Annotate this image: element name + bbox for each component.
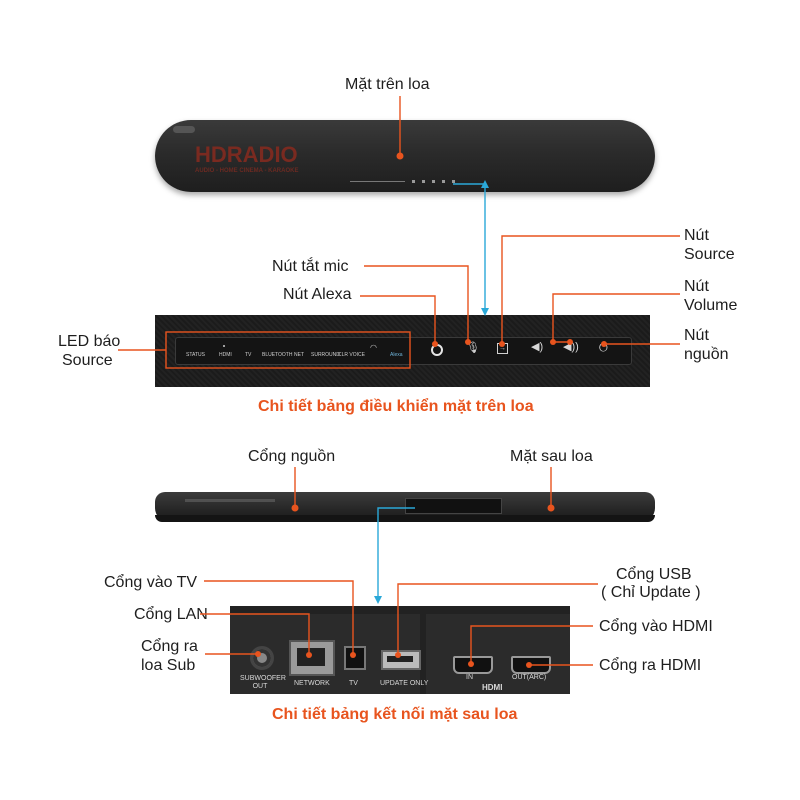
- led-dot-hdmi: [223, 345, 225, 347]
- soundbar-badge: [173, 126, 195, 133]
- sub-out-label-1: Cổng ra: [141, 638, 198, 655]
- hdmi-out-label: Cổng ra HDMI: [599, 657, 702, 674]
- hdmi-in-port: [453, 656, 493, 674]
- optical-tv-port: [344, 646, 366, 670]
- led-tv: TV: [245, 352, 252, 358]
- lan-port: [289, 640, 335, 676]
- subwoofer-port: [250, 646, 274, 670]
- mic-off-label: Nút tắt mic: [272, 258, 349, 275]
- top-view-label: Mặt trên loa: [345, 76, 430, 93]
- alexa-label: Nút Alexa: [283, 286, 352, 303]
- led-bluetooth: BLUETOOTH: [262, 352, 293, 358]
- led-hdmi: HDMI: [219, 352, 232, 358]
- soundbar-top-image: HDRADIO AUDIO - HOME CINEMA - KARAOKE: [155, 120, 655, 192]
- source-label-2: Source: [684, 246, 735, 263]
- rear-port-recess: [405, 498, 502, 514]
- soundbar-top-controls-strip: [350, 180, 460, 184]
- volume-label-2: Volume: [684, 297, 738, 314]
- usb-label-1: Cổng USB: [616, 566, 692, 583]
- volume-label-1: Nút: [684, 278, 709, 295]
- led-source-label-2: Source: [62, 352, 113, 369]
- volume-up-button-icon[interactable]: ◀)): [563, 341, 579, 353]
- led-net: NET: [294, 352, 304, 358]
- led-clr-voice: CLR VOICE: [338, 352, 365, 358]
- connection-panel-caption: Chi tiết bảng kết nối mặt sau loa: [272, 706, 518, 723]
- mic-off-button-icon[interactable]: 🎙: [466, 342, 480, 354]
- rear-view-label: Mặt sau loa: [510, 448, 593, 465]
- control-panel-caption: Chi tiết bảng điều khiển mặt trên loa: [258, 398, 534, 415]
- alexa-button-icon[interactable]: [431, 344, 443, 356]
- port-network-text: NETWORK: [294, 680, 330, 687]
- led-alexa: Alexa: [390, 352, 403, 358]
- sub-out-label-2: loa Sub: [141, 657, 196, 674]
- port-update-text: UPDATE ONLY: [380, 680, 429, 687]
- usb-port: [381, 650, 421, 670]
- led-source-label-1: LED báo: [58, 333, 121, 350]
- lan-label: Cổng LAN: [134, 606, 208, 623]
- hdmi-in-label: Cổng vào HDMI: [599, 618, 713, 635]
- source-label-1: Nút: [684, 227, 709, 244]
- tv-in-label: Cổng vào TV: [104, 574, 198, 591]
- hdmi-out-port: [511, 656, 551, 674]
- port-tv-text: TV: [349, 680, 358, 687]
- power-button-icon[interactable]: ⏻: [599, 342, 608, 354]
- wifi-icon: ◠: [370, 343, 377, 352]
- led-surround: SURROUND: [311, 352, 340, 358]
- usb-label-2: ( Chỉ Update ): [601, 584, 701, 601]
- soundbar-logo: HDRADIO: [195, 142, 298, 167]
- source-button-icon[interactable]: →: [497, 343, 508, 354]
- port-subwoofer-text: SUBWOOFER OUT: [240, 675, 286, 690]
- power-label-2: nguồn: [684, 346, 729, 363]
- soundbar-logo-tagline: AUDIO - HOME CINEMA - KARAOKE: [195, 168, 299, 174]
- hdmi-group-text: HDMI: [482, 683, 503, 692]
- port-hdmi-out-text: OUT(ARC): [512, 674, 547, 681]
- volume-down-button-icon[interactable]: ◀): [531, 341, 544, 353]
- power-port-label: Cổng nguồn: [248, 448, 336, 465]
- power-label-1: Nút: [684, 327, 709, 344]
- port-hdmi-in-text: IN: [466, 674, 473, 681]
- soundbar-rear-image: [155, 492, 655, 522]
- led-status: STATUS: [186, 352, 205, 358]
